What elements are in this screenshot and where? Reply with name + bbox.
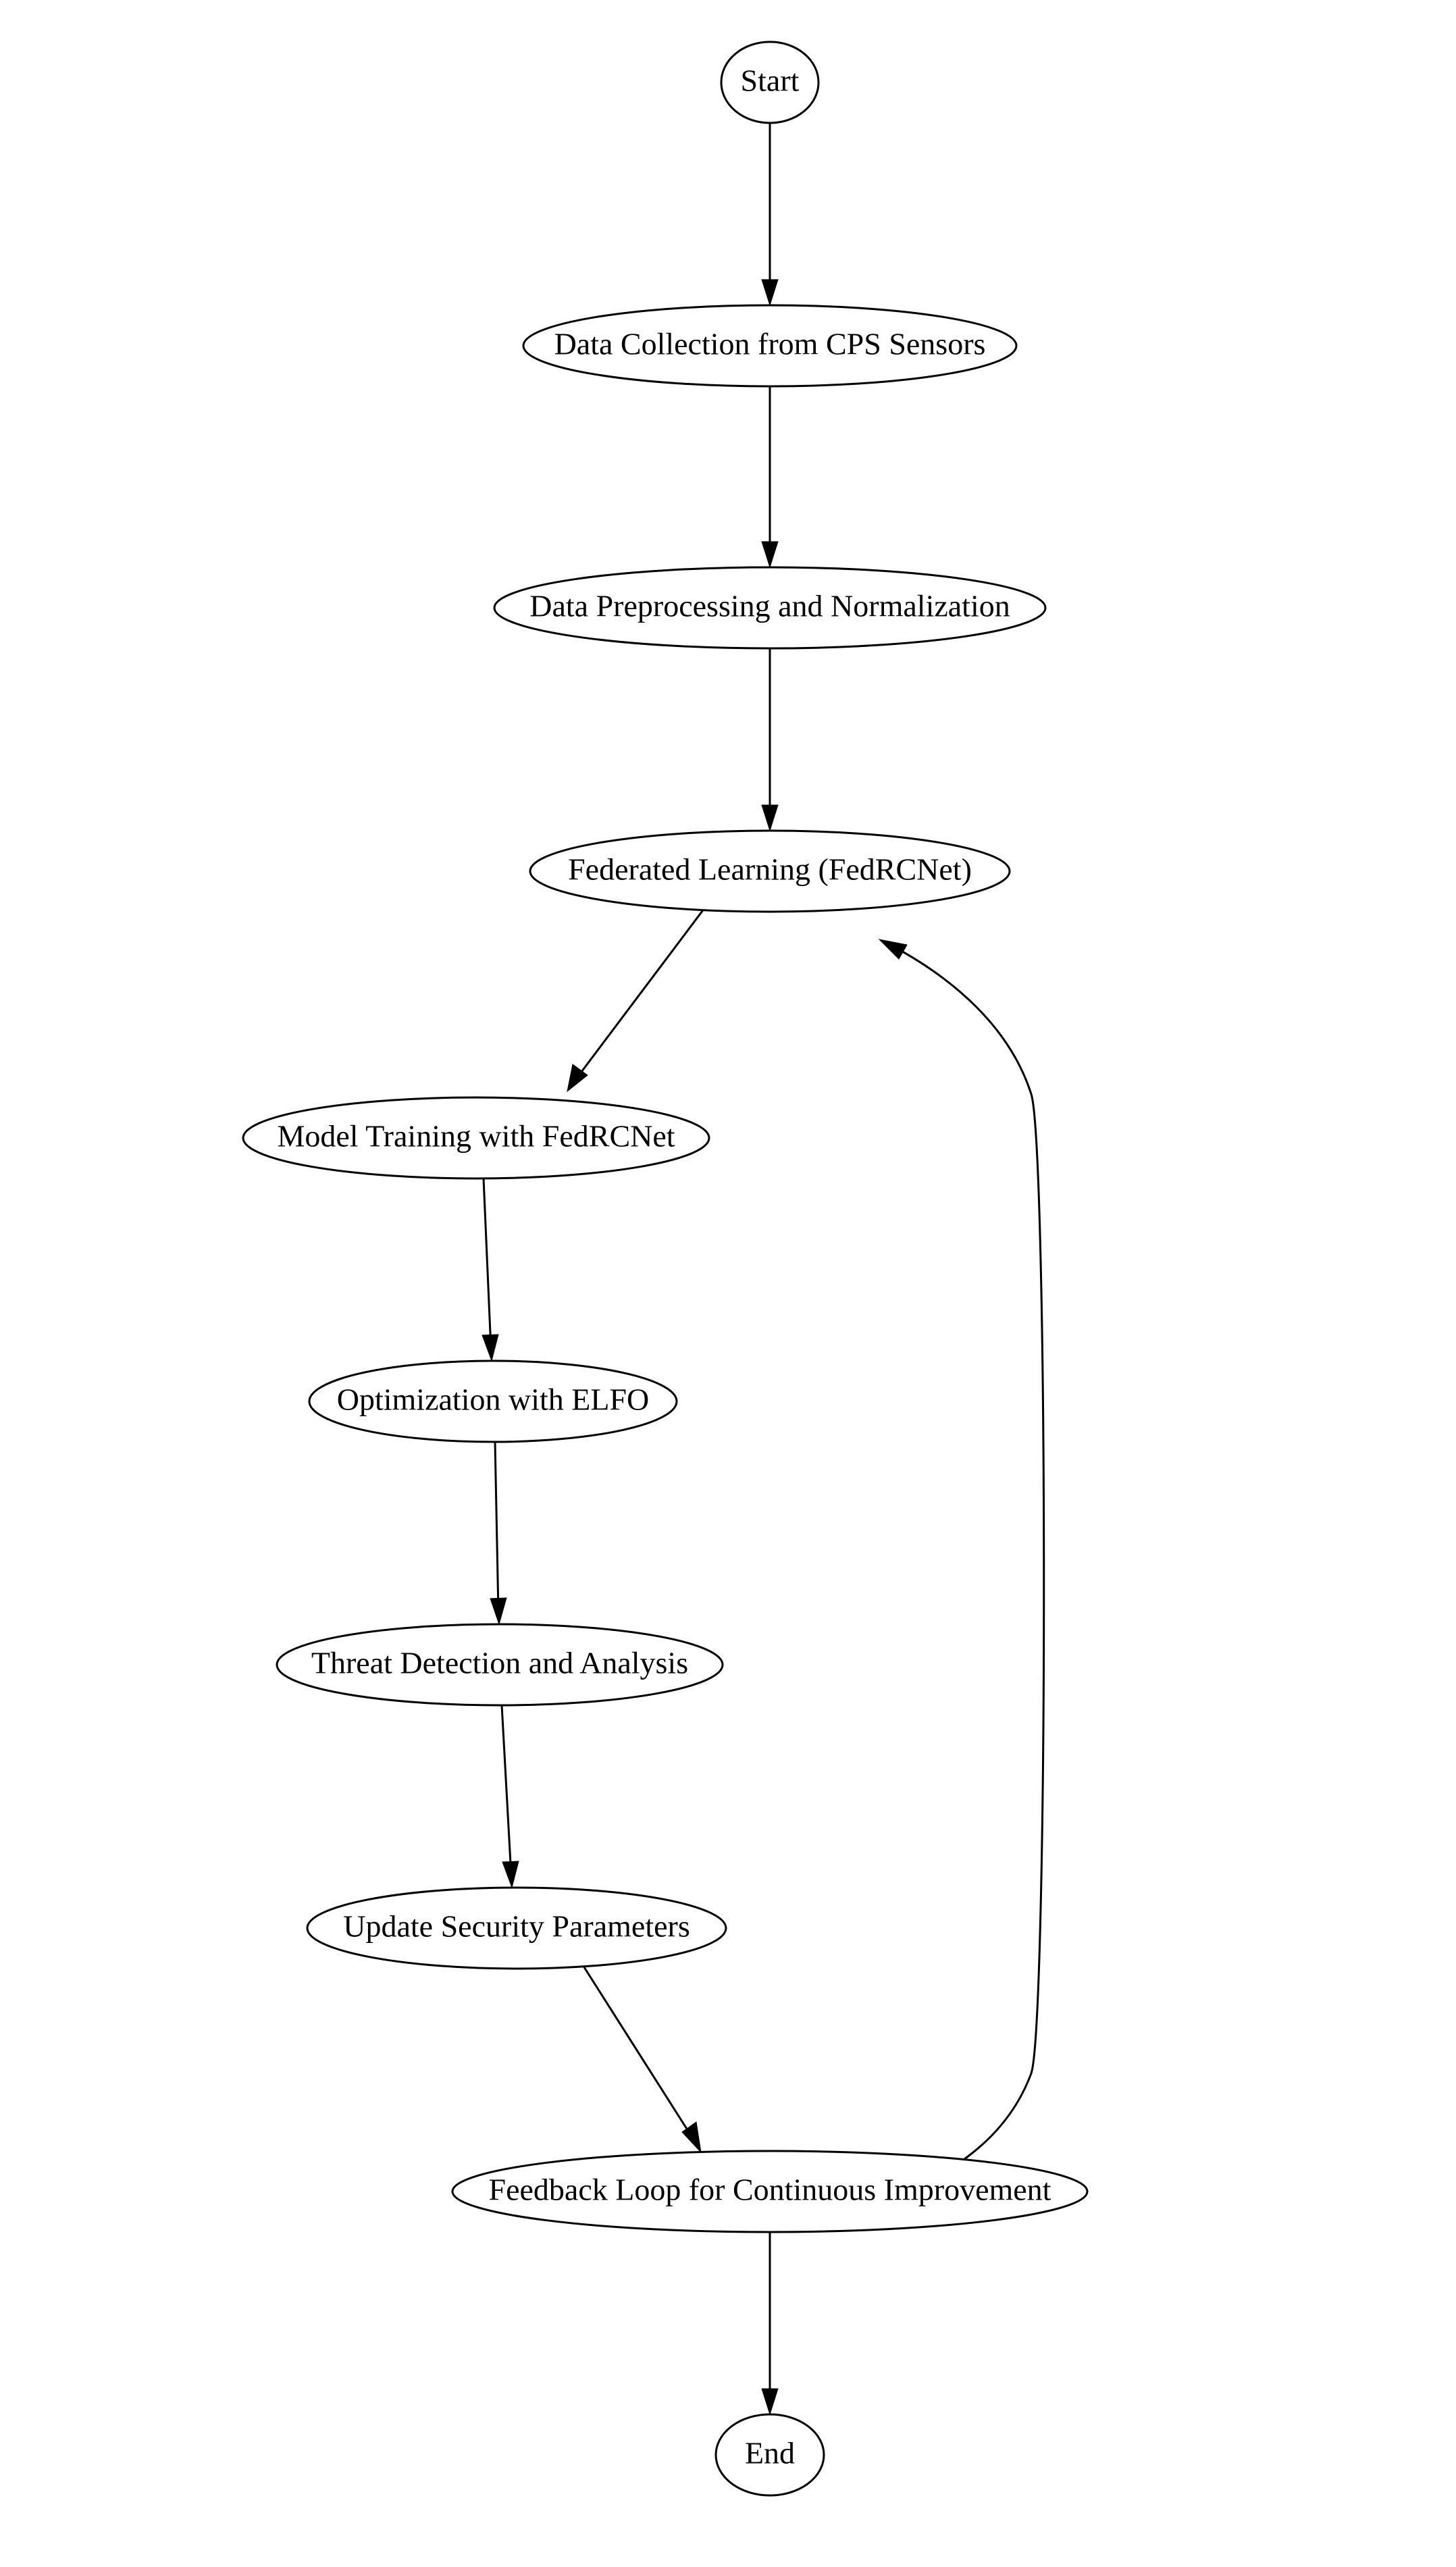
edge-update-to-feedback [579,1961,702,2154]
node-start[interactable]: Start [720,41,820,124]
node-data-preprocessing-shape[interactable] [493,566,1047,650]
node-model-training-shape[interactable] [242,1096,710,1180]
node-data-collection-label: Data Collection from CPS Sensors [554,327,986,361]
node-optimization-shape[interactable] [308,1359,678,1443]
node-data-collection[interactable]: Data Collection from CPS Sensors [522,304,1018,388]
node-feedback-loop-label: Feedback Loop for Continuous Improvement [489,2173,1051,2207]
node-layer: Start Data Collection from CPS Sensors D… [242,41,1089,2497]
edge-feedback-to-federated [862,939,1045,2208]
edge-training-to-optimization [482,1178,499,1362]
edge-collect-to-preprocess [761,386,779,569]
node-update-security-shape[interactable] [306,1886,727,1970]
node-feedback-loop-shape[interactable] [451,2150,1089,2233]
node-threat-detection-shape[interactable] [276,1623,724,1707]
node-federated-learning[interactable]: Federated Learning (FedRCNet) [529,829,1011,913]
node-federated-learning-label: Federated Learning (FedRCNet) [568,852,972,887]
node-data-collection-shape[interactable] [522,304,1018,388]
node-threat-detection[interactable]: Threat Detection and Analysis [276,1623,724,1707]
node-end-shape[interactable] [714,2413,825,2497]
node-update-security[interactable]: Update Security Parameters [306,1886,727,1970]
node-model-training-label: Model Training with FedRCNet [277,1119,675,1153]
node-end[interactable]: End [714,2413,825,2497]
edge-threat-to-update [500,1705,519,1889]
node-feedback-loop[interactable]: Feedback Loop for Continuous Improvement [451,2150,1089,2233]
node-model-training[interactable]: Model Training with FedRCNet [242,1096,710,1180]
node-update-security-label: Update Security Parameters [343,1909,690,1944]
node-data-preprocessing-label: Data Preprocessing and Normalization [529,589,1010,623]
node-end-label: End [745,2436,795,2470]
edge-preprocess-to-federated [761,648,779,832]
node-optimization[interactable]: Optimization with ELFO [308,1359,678,1443]
node-federated-learning-shape[interactable] [529,829,1011,913]
node-data-preprocessing[interactable]: Data Preprocessing and Normalization [493,566,1047,650]
edge-optimization-to-threat [490,1441,507,1626]
edge-feedback-to-end [761,2232,779,2416]
node-start-label: Start [741,63,800,98]
edge-layer [482,123,1045,2416]
node-threat-detection-label: Threat Detection and Analysis [311,1646,688,1680]
edge-federated-to-training [567,905,708,1093]
edge-start-to-collect [761,123,779,307]
node-optimization-label: Optimization with ELFO [337,1382,650,1417]
node-start-shape[interactable] [720,41,820,124]
